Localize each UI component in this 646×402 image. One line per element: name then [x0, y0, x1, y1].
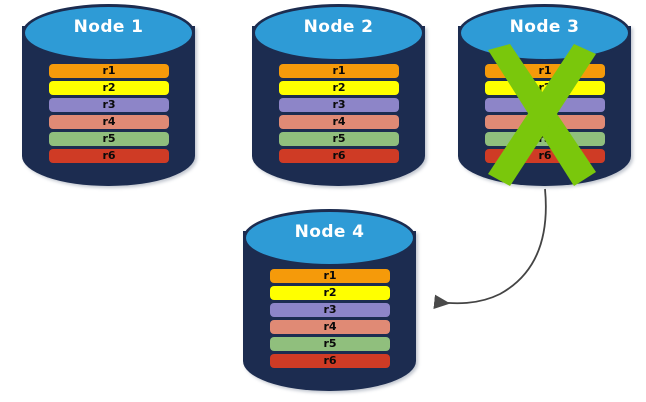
row-r6: r6	[485, 149, 605, 163]
row-r5: r5	[270, 337, 390, 351]
row-r1: r1	[270, 269, 390, 283]
row-r4: r4	[270, 320, 390, 334]
node-4[interactable]: Node 4 r1 r2 r3 r4 r5 r6	[243, 209, 416, 399]
row-r3: r3	[485, 98, 605, 112]
cylinder-top	[458, 4, 631, 62]
node-1[interactable]: Node 1 r1 r2 r3 r4 r5 r6	[22, 4, 195, 194]
cylinder-top	[243, 209, 416, 267]
node-3-rows: r1 r2 r3 r4 r5 r6	[485, 64, 605, 163]
node-2-rows: r1 r2 r3 r4 r5 r6	[279, 64, 399, 163]
row-r1: r1	[485, 64, 605, 78]
row-r5: r5	[485, 132, 605, 146]
row-r3: r3	[49, 98, 169, 112]
cylinder-top	[252, 4, 425, 62]
row-r6: r6	[270, 354, 390, 368]
row-r5: r5	[49, 132, 169, 146]
row-r6: r6	[49, 149, 169, 163]
arrow-path	[433, 188, 547, 309]
row-r3: r3	[279, 98, 399, 112]
row-r2: r2	[279, 81, 399, 95]
row-r5: r5	[279, 132, 399, 146]
cylinder-top	[22, 4, 195, 62]
row-r4: r4	[49, 115, 169, 129]
node-2[interactable]: Node 2 r1 r2 r3 r4 r5 r6	[252, 4, 425, 194]
row-r2: r2	[49, 81, 169, 95]
row-r1: r1	[279, 64, 399, 78]
row-r2: r2	[270, 286, 390, 300]
node-1-rows: r1 r2 r3 r4 r5 r6	[49, 64, 169, 163]
node-3[interactable]: Node 3 r1 r2 r3 r4 r5 r6	[458, 4, 631, 194]
row-r6: r6	[279, 149, 399, 163]
row-r4: r4	[485, 115, 605, 129]
row-r1: r1	[49, 64, 169, 78]
row-r3: r3	[270, 303, 390, 317]
row-r2: r2	[485, 81, 605, 95]
row-r4: r4	[279, 115, 399, 129]
node-4-rows: r1 r2 r3 r4 r5 r6	[270, 269, 390, 368]
